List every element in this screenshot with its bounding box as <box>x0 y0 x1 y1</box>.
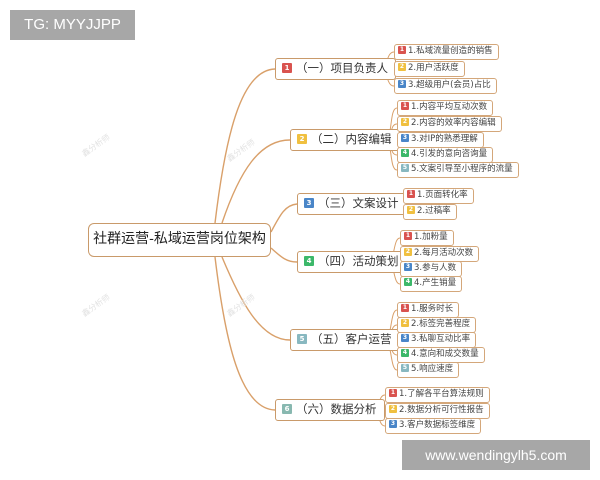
priority-badge-icon: 5 <box>297 333 307 344</box>
priority-badge-icon: 5 <box>401 163 409 172</box>
priority-badge-icon: 6 <box>282 403 292 414</box>
branch-label: （四）活动策划 <box>318 254 399 268</box>
leaf-label: 3.参与人数 <box>414 263 457 273</box>
leaf-label: 3.超级用户(会员)占比 <box>408 80 491 90</box>
leaf-label: 5.响应速度 <box>411 364 454 374</box>
leaf-label: 1.私域流量创造的销售 <box>408 46 493 56</box>
leaf-label: 2.标签完善程度 <box>411 319 471 329</box>
branch-content-editor[interactable]: 2 （二）内容编辑 <box>290 129 400 151</box>
priority-badge-icon: 1 <box>401 303 409 312</box>
branch-project-lead[interactable]: 1 （一）项目负责人 <box>275 58 396 80</box>
priority-badge-icon: 1 <box>401 101 409 110</box>
priority-badge-icon: 2 <box>401 318 409 327</box>
priority-badge-icon: 2 <box>401 117 409 126</box>
priority-badge-icon: 4 <box>304 255 314 266</box>
root-node[interactable]: 社群运营-私域运营岗位架构 <box>88 223 271 257</box>
priority-badge-icon: 1 <box>282 62 292 73</box>
leaf-label: 5.文案引导至小程序的流量 <box>411 164 513 174</box>
priority-badge-icon: 3 <box>401 333 409 342</box>
leaf-label: 2.内容的效率内容编辑 <box>411 118 496 128</box>
leaf-label: 3.对IP的熟悉理解 <box>411 134 478 144</box>
priority-badge-icon: 1 <box>407 189 415 198</box>
priority-badge-icon: 1 <box>404 231 412 240</box>
leaf-label: 2.每月活动次数 <box>414 248 474 258</box>
leaf-label: 1.内容平均互动次数 <box>411 102 488 112</box>
priority-badge-icon: 3 <box>398 79 406 88</box>
site-url-watermark: www.wendingylh5.com <box>402 440 590 470</box>
branch-label: （五）客户运营 <box>311 332 392 346</box>
leaf-label: 3.私聊互动比率 <box>411 334 471 344</box>
leaf-label: 3.客户数据标签维度 <box>399 420 476 430</box>
priority-badge-icon: 3 <box>304 197 314 208</box>
priority-badge-icon: 3 <box>401 133 409 142</box>
priority-badge-icon: 3 <box>389 419 397 428</box>
leaf-label: 1.加粉量 <box>414 232 448 242</box>
priority-badge-icon: 4 <box>401 348 409 357</box>
leaf-label: 1.页面转化率 <box>417 190 468 200</box>
telegram-watermark-tag: TG: MYYJJPP <box>10 10 135 40</box>
priority-badge-icon: 5 <box>401 363 409 372</box>
branch-label: （六）数据分析 <box>296 402 377 416</box>
leaf-label: 2.过稿率 <box>417 206 451 216</box>
leaf-label: 4.意向和成交数量 <box>411 349 479 359</box>
leaf-label: 1.了解各平台算法规则 <box>399 389 484 399</box>
priority-badge-icon: 1 <box>389 388 397 397</box>
leaf-label: 1.服务时长 <box>411 304 454 314</box>
branch-customer-ops[interactable]: 5 （五）客户运营 <box>290 329 400 351</box>
priority-badge-icon: 4 <box>401 148 409 157</box>
priority-badge-icon: 4 <box>404 277 412 286</box>
priority-badge-icon: 2 <box>389 404 397 413</box>
branch-data-analysis[interactable]: 6 （六）数据分析 <box>275 399 385 421</box>
priority-badge-icon: 3 <box>404 262 412 271</box>
branch-label: （一）项目负责人 <box>296 61 388 75</box>
branch-copywriting[interactable]: 3 （三）文案设计 <box>297 193 407 215</box>
leaf-label: 4.引发的意向咨询量 <box>411 149 488 159</box>
priority-badge-icon: 2 <box>404 247 412 256</box>
leaf-label: 2.数据分析可行性报告 <box>399 405 484 415</box>
priority-badge-icon: 2 <box>407 205 415 214</box>
leaf-label: 4.产生销量 <box>414 278 457 288</box>
priority-badge-icon: 2 <box>297 133 307 144</box>
branch-event-planning[interactable]: 4 （四）活动策划 <box>297 251 407 273</box>
branch-label: （三）文案设计 <box>318 196 399 210</box>
priority-badge-icon: 2 <box>398 62 406 71</box>
leaf-label: 2.用户活跃度 <box>408 63 459 73</box>
priority-badge-icon: 1 <box>398 45 406 54</box>
branch-label: （二）内容编辑 <box>311 132 392 146</box>
